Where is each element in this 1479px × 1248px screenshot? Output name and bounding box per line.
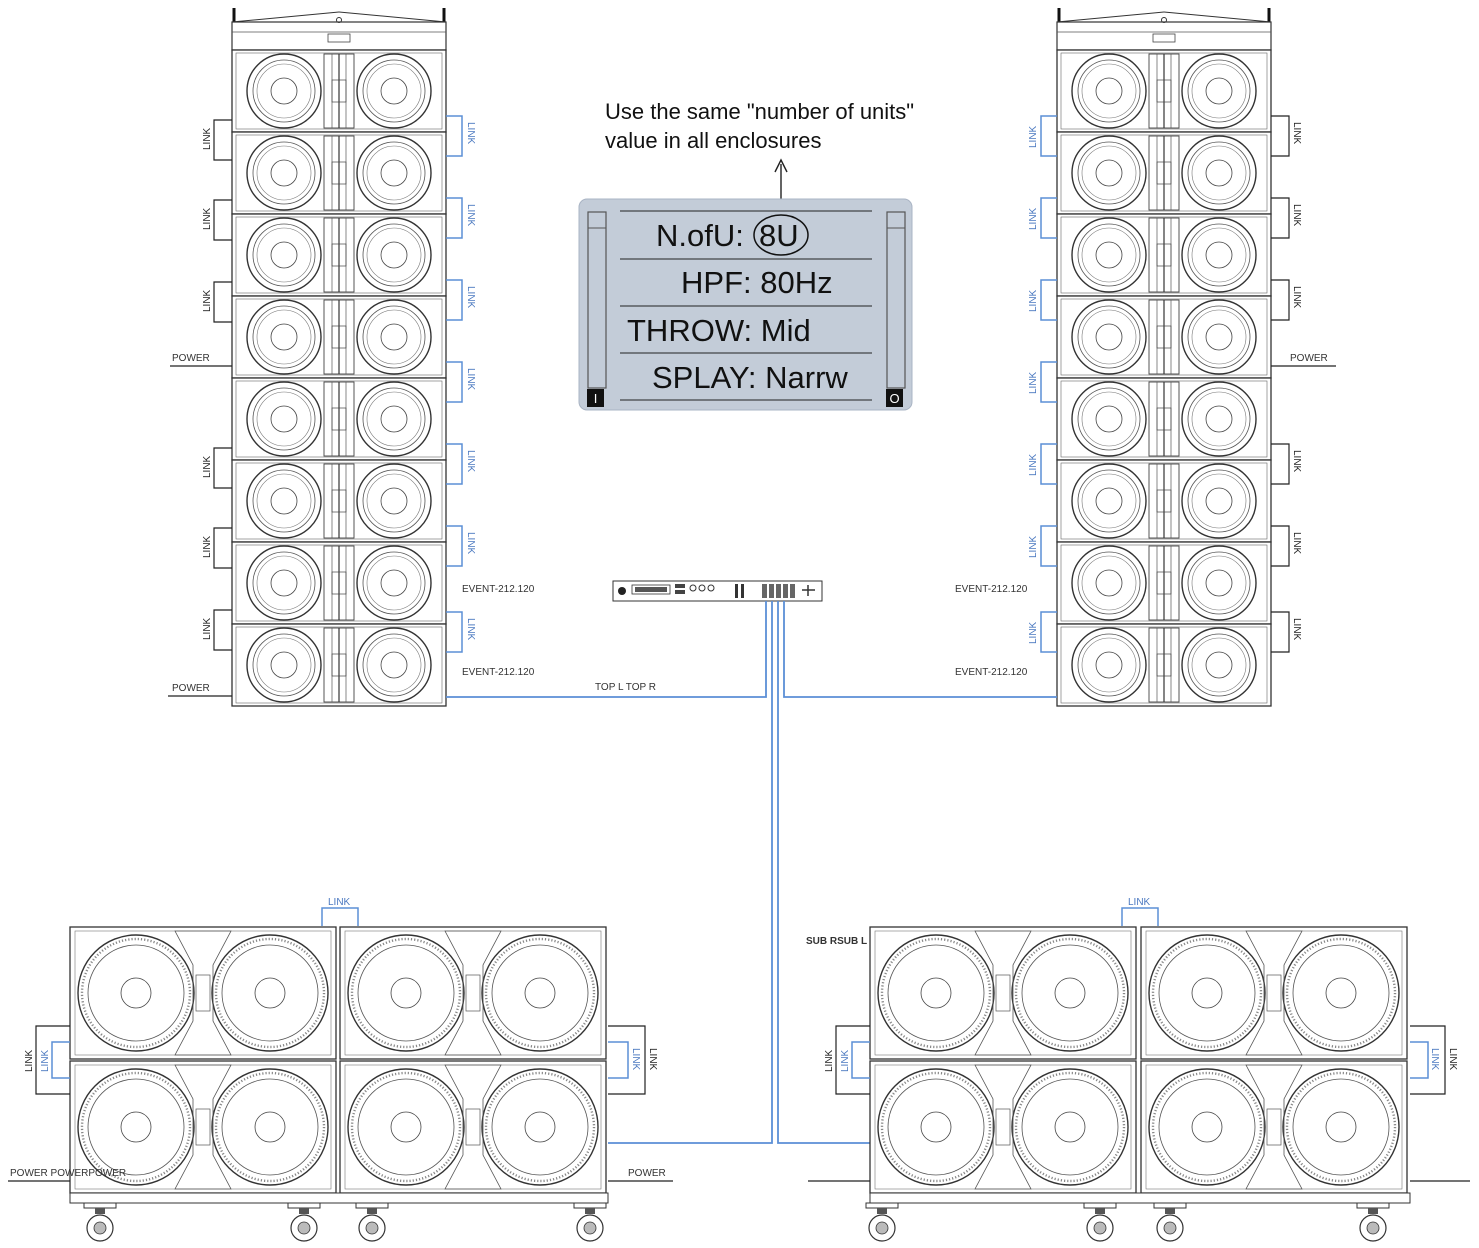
svg-text:LINK: LINK bbox=[1447, 1048, 1458, 1071]
svg-text:LINK: LINK bbox=[1028, 289, 1039, 312]
svg-text:LINK: LINK bbox=[1429, 1048, 1440, 1071]
note-line-1: Use the same "number of units" bbox=[605, 99, 914, 124]
svg-text:LINK: LINK bbox=[1028, 621, 1039, 644]
lcd-hpf: HPF: 80Hz bbox=[681, 265, 833, 300]
left-array-link-labels-black: LINK LINK LINK LINK LINK LINK bbox=[202, 127, 213, 640]
svg-text:EVENT-212.120: EVENT-212.120 bbox=[462, 584, 535, 595]
svg-text:LINK: LINK bbox=[465, 450, 476, 473]
svg-text:LINK: LINK bbox=[647, 1048, 658, 1071]
svg-text:LINK: LINK bbox=[1291, 286, 1302, 309]
svg-text:LINK: LINK bbox=[1028, 371, 1039, 394]
svg-text:POWER: POWER bbox=[172, 353, 210, 364]
svg-text:POWER POWERPOWER: POWER POWERPOWER bbox=[10, 1168, 126, 1179]
svg-text:LINK: LINK bbox=[465, 122, 476, 145]
svg-text:LINK: LINK bbox=[24, 1049, 35, 1072]
right-line-array bbox=[1057, 8, 1271, 706]
svg-text:LINK: LINK bbox=[1291, 532, 1302, 555]
svg-text:EVENT-212.120: EVENT-212.120 bbox=[955, 667, 1028, 678]
svg-text:EVENT-212.120: EVENT-212.120 bbox=[462, 667, 535, 678]
processor-unit bbox=[613, 581, 822, 601]
svg-text:LINK: LINK bbox=[202, 207, 213, 230]
svg-text:LINK: LINK bbox=[1128, 897, 1151, 908]
svg-text:LINK: LINK bbox=[1028, 453, 1039, 476]
left-array-power: POWER POWER bbox=[168, 353, 232, 696]
units-note: Use the same "number of units" value in … bbox=[605, 99, 914, 212]
lcd-output-marker: O bbox=[889, 391, 899, 406]
lcd-splay: SPLAY: Narrw bbox=[652, 360, 848, 395]
left-array-link-brackets-blue bbox=[446, 116, 462, 652]
svg-text:LINK: LINK bbox=[630, 1048, 641, 1071]
svg-text:POWER: POWER bbox=[628, 1168, 666, 1179]
left-array-link-labels-blue: LINK LINK LINK LINK LINK LINK LINK bbox=[465, 122, 476, 641]
right-array-link-labels-black: LINK LINK LINK LINK LINK LINK bbox=[1291, 122, 1302, 641]
sub-rl-label: SUB RSUB L bbox=[806, 936, 867, 947]
left-line-array bbox=[232, 8, 446, 706]
top-lr-label: TOP L TOP R bbox=[595, 682, 656, 693]
svg-text:LINK: LINK bbox=[1028, 125, 1039, 148]
right-array-power: POWER bbox=[1271, 353, 1336, 366]
svg-text:LINK: LINK bbox=[1291, 618, 1302, 641]
svg-text:LINK: LINK bbox=[1028, 535, 1039, 558]
svg-text:LINK: LINK bbox=[202, 535, 213, 558]
svg-text:LINK: LINK bbox=[465, 532, 476, 555]
svg-text:LINK: LINK bbox=[202, 289, 213, 312]
svg-text:LINK: LINK bbox=[465, 286, 476, 309]
svg-text:LINK: LINK bbox=[202, 127, 213, 150]
svg-text:LINK: LINK bbox=[1028, 207, 1039, 230]
lcd-input-marker: I bbox=[594, 391, 598, 406]
svg-text:LINK: LINK bbox=[1291, 450, 1302, 473]
svg-text:LINK: LINK bbox=[465, 618, 476, 641]
svg-text:LINK: LINK bbox=[40, 1049, 51, 1072]
right-array-model-labels: EVENT-212.120 EVENT-212.120 bbox=[955, 584, 1028, 678]
right-sub-stack bbox=[866, 927, 1410, 1241]
lcd-throw: THROW: Mid bbox=[627, 313, 811, 348]
right-array-link-brackets-blue bbox=[1041, 116, 1057, 652]
svg-text:EVENT-212.120: EVENT-212.120 bbox=[955, 584, 1028, 595]
note-line-2: value in all enclosures bbox=[605, 128, 821, 153]
right-array-link-labels-blue: LINK LINK LINK LINK LINK LINK LINK bbox=[1028, 125, 1039, 644]
svg-text:LINK: LINK bbox=[1291, 122, 1302, 145]
left-sub-stack bbox=[70, 927, 608, 1241]
svg-text:LINK: LINK bbox=[1291, 204, 1302, 227]
svg-text:POWER: POWER bbox=[172, 683, 210, 694]
left-array-link-brackets-black bbox=[214, 120, 232, 650]
svg-text:LINK: LINK bbox=[840, 1049, 851, 1072]
svg-text:LINK: LINK bbox=[824, 1049, 835, 1072]
svg-text:LINK: LINK bbox=[465, 204, 476, 227]
svg-text:LINK: LINK bbox=[465, 368, 476, 391]
lcd-units-label: N.ofU: bbox=[656, 218, 744, 253]
svg-text:LINK: LINK bbox=[202, 455, 213, 478]
lcd-units-value: 8U bbox=[759, 218, 799, 253]
svg-text:POWER: POWER bbox=[1290, 353, 1328, 364]
svg-text:LINK: LINK bbox=[328, 897, 351, 908]
right-array-link-brackets-black bbox=[1271, 116, 1289, 652]
lcd-display: I O N.ofU: 8U HPF: 80Hz THROW: Mid SPLAY… bbox=[579, 199, 912, 410]
svg-text:LINK: LINK bbox=[202, 617, 213, 640]
